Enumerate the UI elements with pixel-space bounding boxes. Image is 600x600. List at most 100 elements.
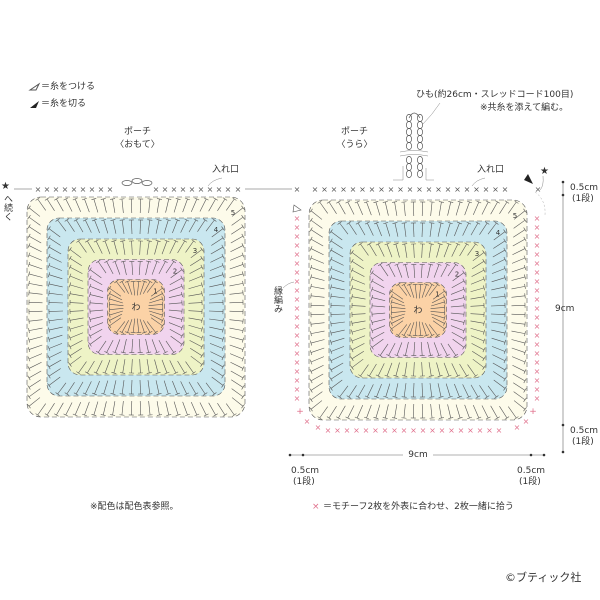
edging-pink-sc: × bbox=[294, 340, 301, 349]
back-motif-stitch bbox=[348, 385, 357, 398]
back-motif-stitch-top bbox=[523, 208, 527, 213]
front-motif-stitch bbox=[158, 261, 166, 275]
back-motif-stitch-top bbox=[371, 295, 373, 301]
back-motif-stitch bbox=[512, 373, 526, 382]
back-motif-stitch-top bbox=[504, 321, 506, 327]
front-motif-stitch bbox=[48, 274, 63, 280]
back-motif-stitch bbox=[391, 290, 404, 300]
front-motif-stitch-top bbox=[222, 327, 224, 333]
front-motif-stitch-top bbox=[166, 414, 172, 416]
front-motif-stitch-top bbox=[88, 325, 92, 331]
front-motif-stitch-top bbox=[221, 373, 225, 379]
front-motif-stitch bbox=[156, 198, 160, 213]
back-motif-stitch bbox=[391, 320, 404, 330]
back-motif-stitch-top bbox=[310, 293, 312, 299]
back-motif-stitch-top bbox=[514, 200, 519, 204]
edging-pink-sc: × bbox=[410, 426, 417, 435]
front-motif-stitch bbox=[148, 401, 151, 416]
back-motif-stitch bbox=[330, 295, 345, 299]
back-motif-stitch-top bbox=[482, 259, 486, 264]
back-motif-stitch-top bbox=[402, 243, 408, 245]
front-motif-stitch-top bbox=[89, 292, 91, 298]
back-motif-stitch-top bbox=[350, 250, 354, 255]
back-motif-stitch bbox=[414, 284, 418, 299]
front-motif-stitch bbox=[57, 219, 67, 232]
back-motif-stitch bbox=[490, 201, 498, 215]
back-motif-stitch bbox=[455, 404, 461, 419]
back-motif-stitch-top bbox=[438, 417, 444, 419]
front-motif-stitch bbox=[28, 336, 43, 341]
front-motif-stitch-top bbox=[147, 219, 153, 221]
back-motif-stitch-top bbox=[329, 229, 333, 234]
cord-note: ※共糸を添えて編む。 bbox=[480, 103, 569, 113]
back-motif-stitch bbox=[493, 231, 506, 241]
back-motif-stitch bbox=[330, 371, 343, 380]
back-motif-stitch-top bbox=[503, 386, 507, 391]
back-motif-stitch bbox=[310, 322, 325, 325]
edging-pink-sc: × bbox=[534, 268, 541, 277]
front-motif-stitch-top bbox=[28, 328, 30, 334]
front-motif-stitch bbox=[28, 245, 42, 252]
front-motif-stitch bbox=[48, 334, 63, 340]
back-motif-stitch bbox=[310, 229, 323, 238]
front-motif-stitch bbox=[121, 198, 124, 213]
front-motif-stitch bbox=[48, 292, 63, 296]
back-sc-stitch: × bbox=[350, 185, 357, 194]
back-motif-stitch-top bbox=[412, 283, 418, 286]
front-motif-stitch bbox=[197, 382, 206, 395]
front-sc-stitch: × bbox=[107, 185, 114, 194]
back-motif-stitch bbox=[493, 379, 506, 389]
back-motif-stitch bbox=[330, 379, 343, 389]
front-motif-stitch bbox=[150, 317, 163, 327]
front-motif-stitch bbox=[89, 285, 104, 292]
front-motif-stitch bbox=[230, 245, 244, 252]
front-motif-stitch bbox=[168, 302, 183, 305]
front-motif-stitch bbox=[226, 198, 235, 211]
front-title: ポーチ bbox=[123, 127, 151, 137]
back-motif-stitch bbox=[470, 222, 479, 236]
back-motif-stitch bbox=[357, 384, 366, 398]
back-motif-stitch-top bbox=[401, 283, 407, 286]
front-motif-stitch bbox=[209, 265, 224, 271]
front-sc-stitch: × bbox=[44, 185, 51, 194]
back-motif-stitch bbox=[351, 343, 365, 351]
back-motif-stitch-top bbox=[423, 283, 429, 286]
back-sc-stitch: × bbox=[294, 185, 301, 194]
back-motif-stitch-top bbox=[443, 299, 446, 305]
back-motif-stitch-top bbox=[355, 395, 361, 399]
front-motif-stitch bbox=[148, 198, 151, 213]
back-motif-stitch bbox=[433, 342, 440, 356]
front-motif-stitch-top bbox=[175, 392, 180, 396]
front-motif-stitch-top bbox=[136, 331, 142, 334]
back-motif-stitch-top bbox=[309, 369, 313, 374]
front-motif-stitch bbox=[138, 261, 141, 276]
front-motif-stitch-top bbox=[100, 414, 106, 416]
back-motif-stitch bbox=[467, 243, 476, 256]
back-motif-stitch-top bbox=[462, 270, 466, 275]
back-motif-stitch-top bbox=[336, 416, 341, 420]
front-motif-stitch-top bbox=[68, 335, 72, 341]
front-motif-stitch bbox=[230, 362, 244, 369]
back-motif-stitch bbox=[394, 383, 399, 398]
front-sc-stitch: × bbox=[225, 185, 232, 194]
back-motif-stitch-top bbox=[503, 349, 507, 354]
back-motif-stitch bbox=[431, 301, 445, 307]
front-motif-stitch bbox=[48, 283, 63, 288]
front-motif-stitch bbox=[69, 332, 84, 339]
front-motif-stitch-top bbox=[27, 214, 31, 220]
dim-left-rows: (1段) bbox=[293, 477, 315, 487]
front-opening-leader bbox=[207, 177, 223, 187]
front-motif-stitch-top bbox=[175, 197, 181, 201]
back-motif-stitch bbox=[351, 358, 364, 368]
back-motif-stitch-top bbox=[371, 319, 373, 325]
back-motif-stitch bbox=[386, 362, 393, 377]
back-motif-stitch bbox=[487, 385, 497, 398]
front-motif-stitch bbox=[149, 293, 163, 301]
front-motif-stitch-top bbox=[63, 413, 69, 417]
front-chain-loop bbox=[121, 180, 133, 186]
front-motif-stitch bbox=[229, 301, 244, 304]
front-motif-stitch-top bbox=[242, 318, 244, 324]
back-motif-stitch-top bbox=[401, 334, 407, 337]
back-motif-stitch-top bbox=[446, 374, 452, 378]
front-motif-stitch bbox=[74, 402, 82, 416]
